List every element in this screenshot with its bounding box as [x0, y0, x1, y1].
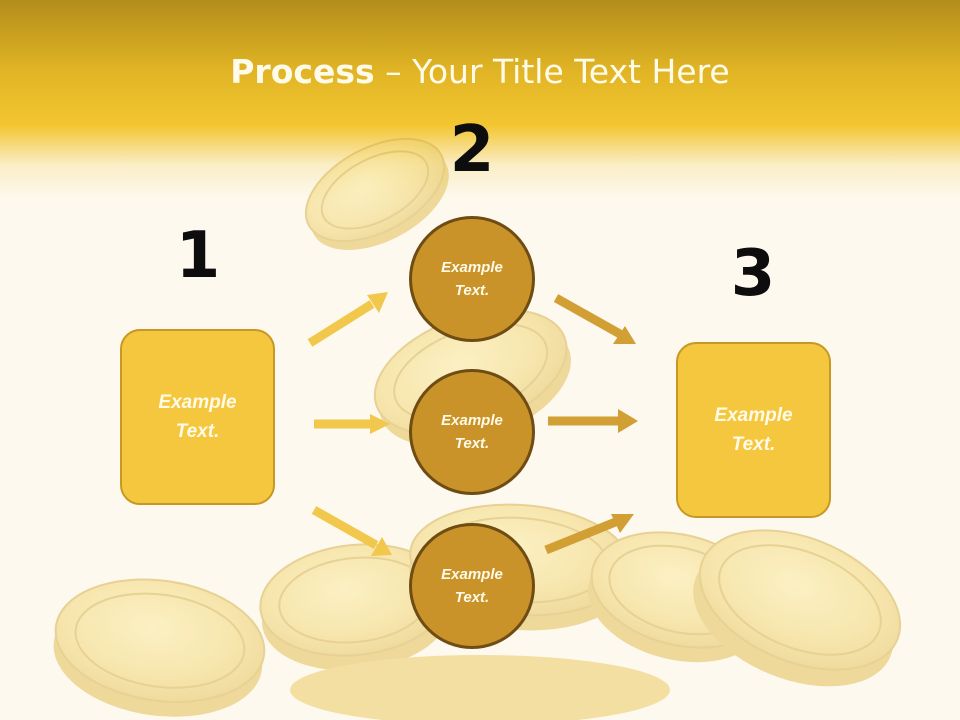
step-2-text-bottom: Example Text. [441, 566, 503, 606]
step-1-text: Example Text. [158, 392, 237, 442]
step-3-number: 3 [730, 237, 776, 311]
step-2-number: 2 [449, 113, 495, 187]
step-1-box: Example Text. [120, 329, 275, 505]
step-3-text: Example Text. [714, 405, 793, 455]
slide-title: Process – Your Title Text Here [0, 52, 960, 91]
title-bold: Process [230, 52, 375, 91]
step-2-text-top: Example Text. [441, 259, 503, 299]
arrow-1-to-2c [311, 506, 379, 549]
arrow-1-to-2a [307, 300, 375, 347]
step-2-circle-middle: Example Text. [409, 369, 535, 495]
arrow-2a-to-3 [553, 294, 623, 338]
title-rest: – Your Title Text Here [374, 52, 730, 91]
step-2-circle-top: Example Text. [409, 216, 535, 342]
step-3-box: Example Text. [676, 342, 831, 518]
step-1-number: 1 [175, 219, 221, 293]
arrow-2c-to-3 [544, 516, 620, 555]
step-2-circle-bottom: Example Text. [409, 523, 535, 649]
step-2-text-middle: Example Text. [441, 412, 503, 452]
